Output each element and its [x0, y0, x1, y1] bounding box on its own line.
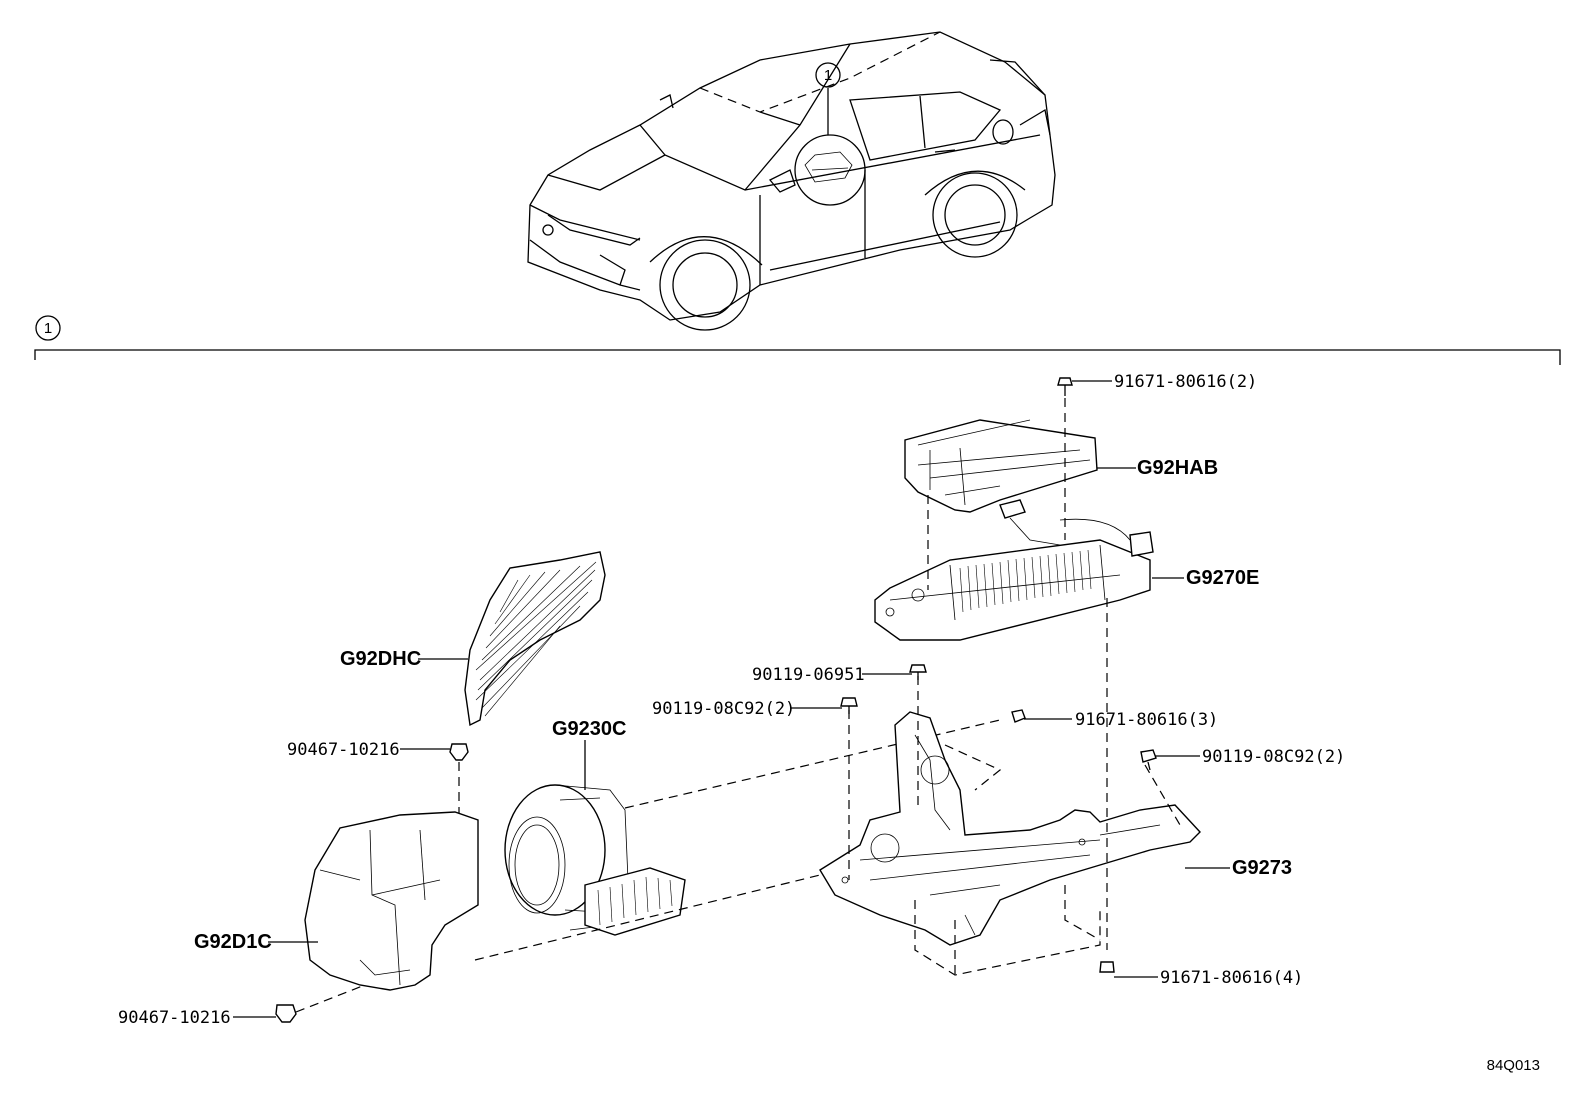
clip-lower-icon: [275, 1004, 297, 1023]
inverter-part: [874, 499, 1154, 641]
label-bolt-bottom: 91671-80616(4): [1160, 968, 1303, 988]
label-duct-lower: G92D1C: [194, 931, 272, 953]
label-inverter: G9270E: [1186, 567, 1259, 589]
vehicle-illustration: 1: [527, 31, 1056, 331]
clip-upper-icon: [449, 743, 469, 761]
screw-center-icon: [909, 664, 927, 680]
screw-left-icon: [840, 697, 858, 714]
screw-right-icon: [1140, 749, 1157, 771]
section-bracket: 1: [34, 315, 1561, 365]
bolt-mid-icon: [1011, 709, 1026, 723]
bolt-top-icon: [1057, 377, 1073, 396]
bolt-bottom-icon: [1099, 961, 1115, 973]
duct-lower-part: [304, 811, 479, 991]
label-bracket-cover: G92HAB: [1137, 457, 1218, 479]
bracket-cover-part: [904, 419, 1098, 513]
duct-upper-part: [464, 551, 606, 727]
label-blower: G9230C: [552, 718, 627, 740]
label-bolt-mid: 91671-80616(3): [1075, 710, 1218, 730]
label-clip-lower: 90467-10216: [118, 1008, 231, 1028]
label-duct-upper: G92DHC: [340, 648, 421, 670]
label-screw-right: 90119-08C92(2): [1202, 747, 1345, 767]
label-tray: G9273: [1232, 857, 1292, 879]
blower-part: [504, 784, 686, 936]
callout-number: 1: [824, 67, 832, 84]
tray-part: [819, 711, 1201, 946]
label-bolt-top: 91671-80616(2): [1114, 372, 1257, 392]
label-screw-left: 90119-08C92(2): [652, 699, 795, 719]
section-marker: 1: [44, 320, 52, 337]
label-clip-upper: 90467-10216: [287, 740, 400, 760]
label-screw-center: 90119-06951: [752, 665, 865, 685]
reference-code: 84Q013: [1487, 1057, 1540, 1074]
